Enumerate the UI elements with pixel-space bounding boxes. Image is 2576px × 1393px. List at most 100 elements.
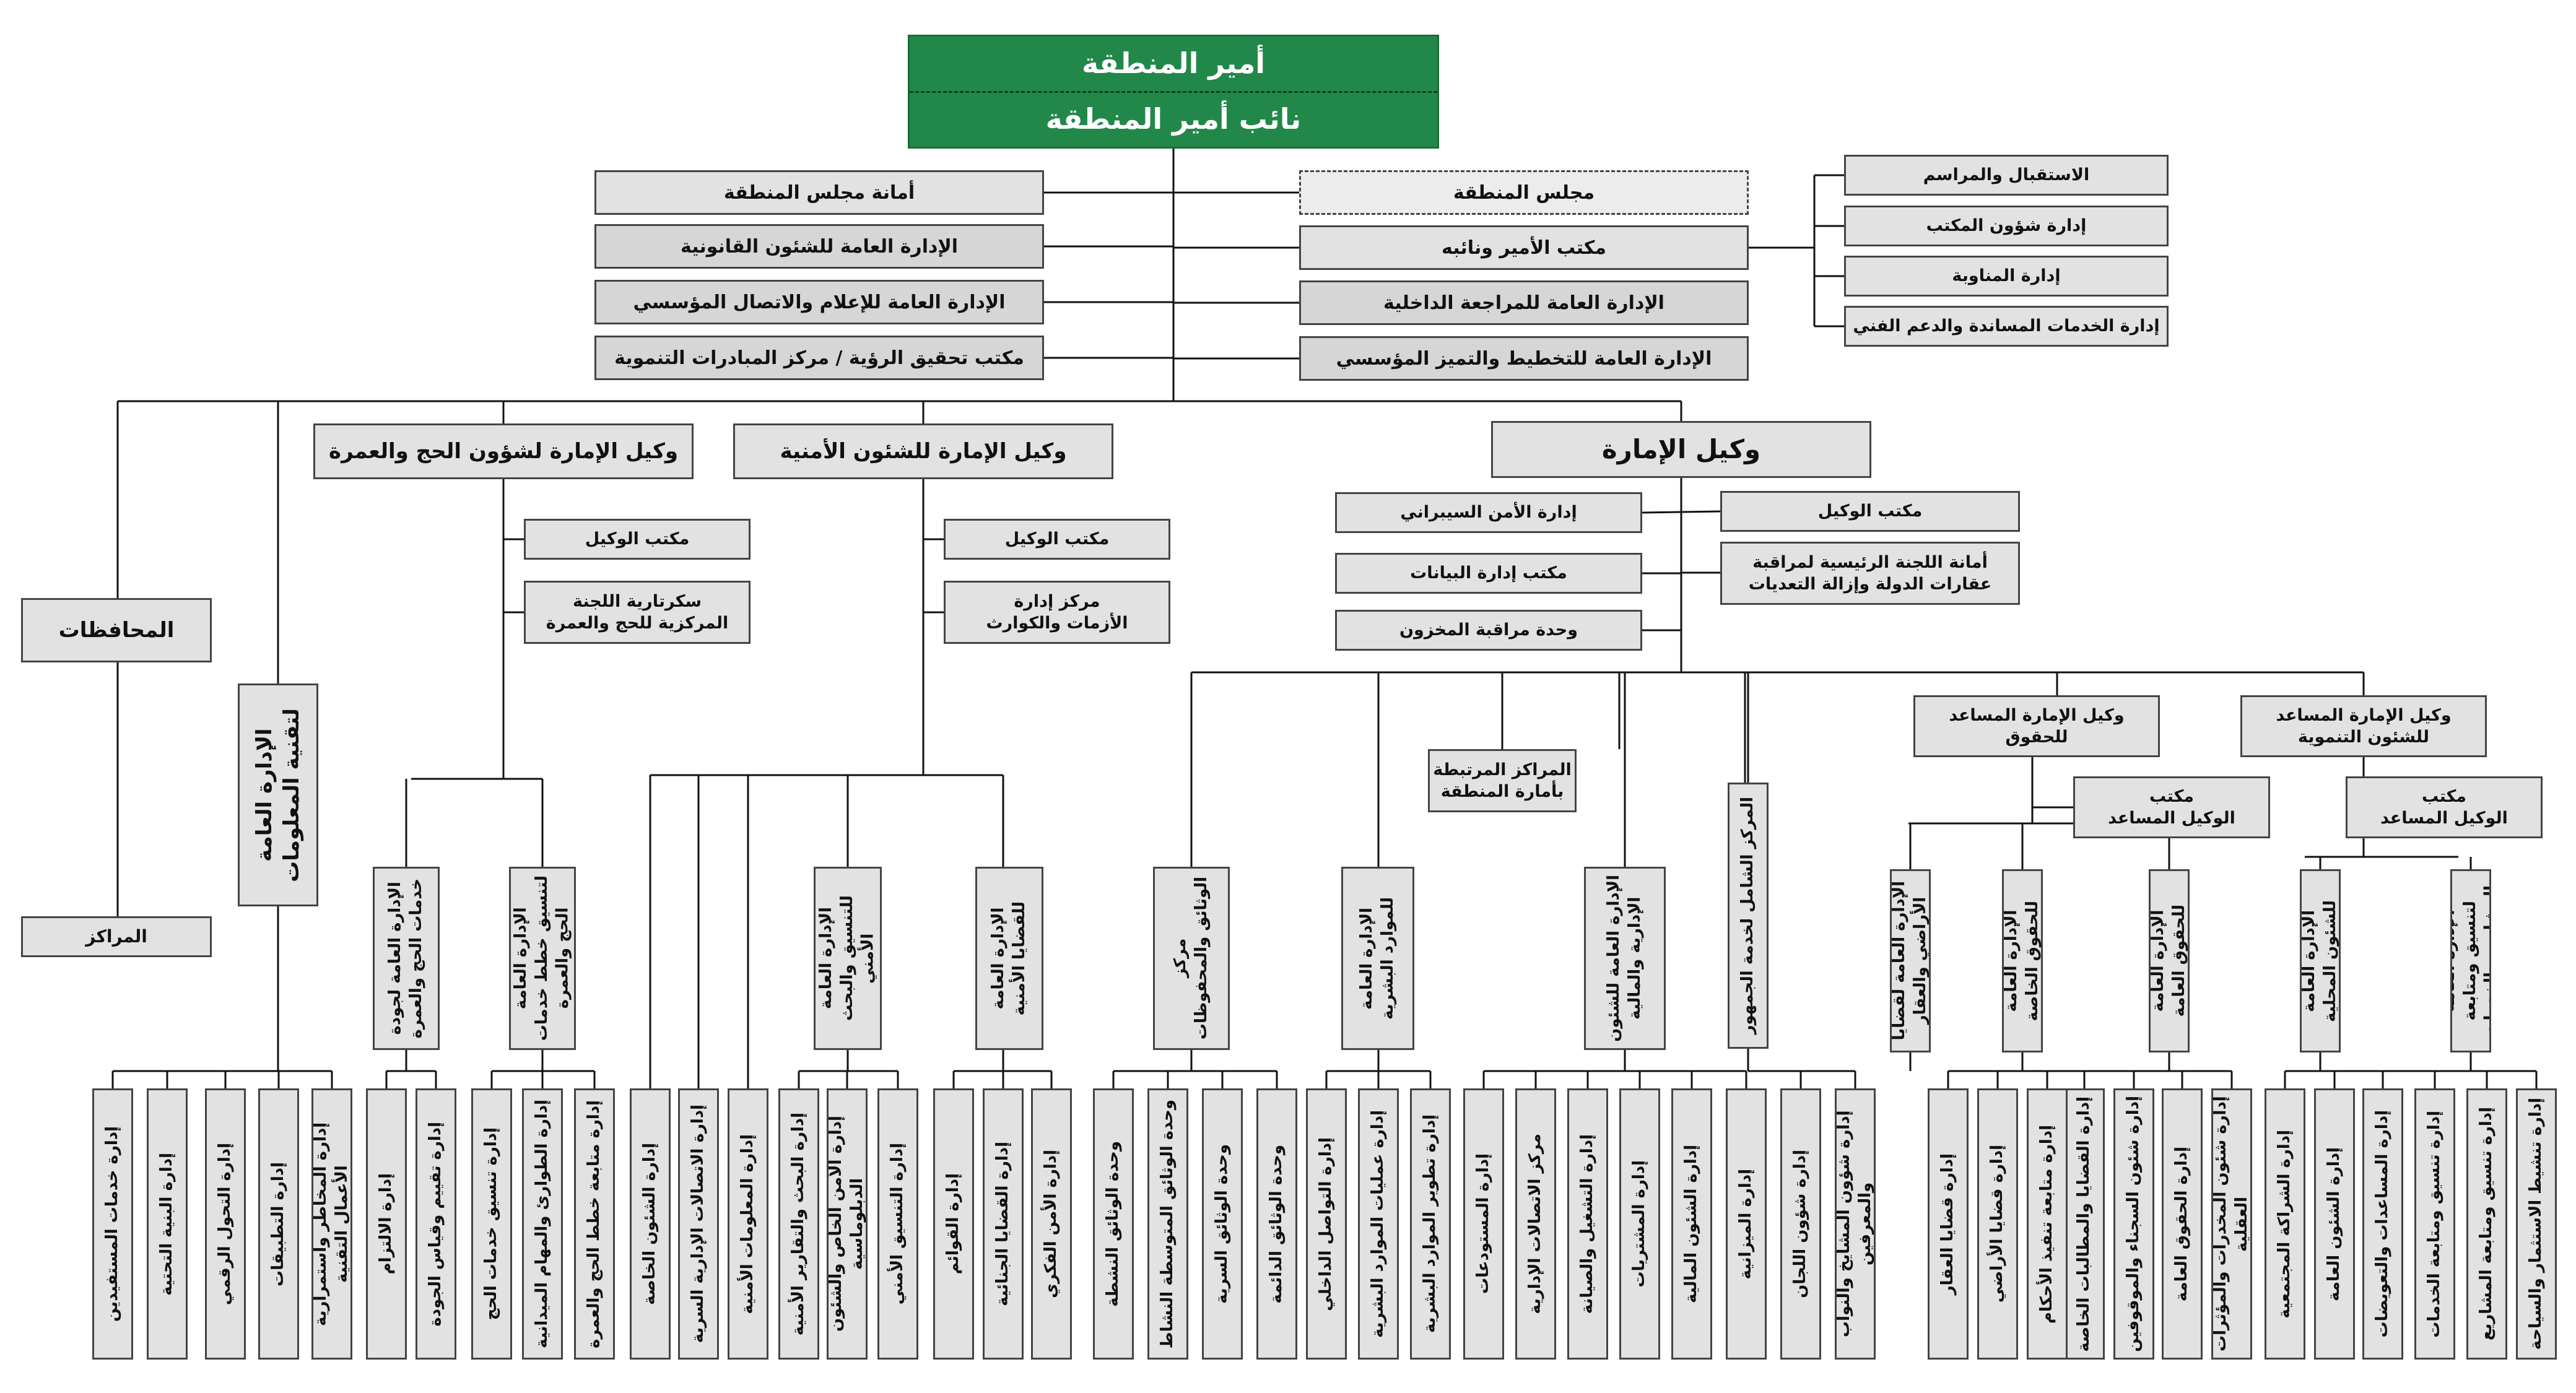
assistant-rights-office[interactable]: مكتب الوكيل المساعد: [2073, 776, 2270, 838]
rights-unit-0[interactable]: إدارة شئون المخدرات والمؤثرات العقلية: [2211, 1088, 2252, 1360]
cyber-security-dept[interactable]: إدارة الأمن السيبراني: [1335, 492, 1642, 533]
dev-unit-2[interactable]: إدارة تنسيق ومتابعة الخدمات: [2414, 1088, 2455, 1360]
dev-dept-local[interactable]: الإدارة العامة للشئون المحلية: [2300, 869, 2341, 1052]
hr-unit-2[interactable]: إدارة التواصل الداخلي: [1306, 1088, 1347, 1360]
docs-unit-1[interactable]: وحدة الوثائق السرية: [1202, 1088, 1243, 1360]
rights-unit-5-label: إدارة قضايا الأراضي: [1988, 1145, 2007, 1303]
dev-dept-local-label: الإدارة العامة للشئون المحلية: [2300, 900, 2339, 1022]
inventory-monitoring-unit[interactable]: وحدة مراقبة المخزون: [1335, 610, 1642, 651]
sec-unit-4[interactable]: إدارة الأمن الخاص والشئون الدبلوماسية: [827, 1088, 868, 1360]
sec-unit-6[interactable]: إدارة المعلومات الأمنية: [728, 1088, 768, 1360]
dev-unit-0[interactable]: إدارة تنشيط الاستثمار والسياحة: [2516, 1088, 2557, 1360]
sec-unit-0[interactable]: إدارة الأمن الفكري: [1031, 1088, 1072, 1360]
sec-unit-7[interactable]: إدارة الاتصالات الإدارية السرية: [678, 1088, 719, 1360]
rights-dept-land-label: الإدارة العامة لقضايا الأراضي والعقار: [1890, 881, 1930, 1041]
it-unit-0[interactable]: إدارة المخاطر واستمرارية الأعمال التقنية: [311, 1088, 352, 1360]
extra-unit-0[interactable]: إدارة شؤون المشايخ والنواب والمعرفين: [1835, 1088, 1876, 1360]
governorates-box[interactable]: المحافظات: [21, 598, 212, 662]
state-property-committee[interactable]: أمانة اللجنة الرئيسية لمراقبة عقارات الد…: [1720, 542, 2020, 605]
hr-unit-0[interactable]: إدارة تطوير الموارد البشرية: [1410, 1088, 1451, 1360]
rights-dept-land[interactable]: الإدارة العامة لقضايا الأراضي والعقار: [1890, 869, 1931, 1052]
office-vision-initiatives[interactable]: مكتب تحقيق الرؤية / مركز المبادرات التنم…: [594, 336, 1044, 380]
assistant-dev-office[interactable]: مكتب الوكيل المساعد: [2346, 776, 2543, 838]
dev-unit-1[interactable]: إدارة تنسيق ومتابعة المشاريع: [2466, 1088, 2507, 1360]
hr-unit-1[interactable]: إدارة عمليات الموارد البشرية: [1358, 1088, 1399, 1360]
office-planning-excellence[interactable]: الإدارة العامة للتخطيط والتميز المؤسسي: [1299, 336, 1749, 381]
centers-box[interactable]: المراكز: [21, 916, 212, 957]
wakeel-hajj-box[interactable]: وكيل الإمارة لشؤون الحج والعمرة: [313, 423, 694, 479]
office-emir-deputy[interactable]: مكتب الأمير ونائبه: [1299, 225, 1749, 270]
it-unit-1[interactable]: إدارة التطبيقات: [258, 1088, 299, 1360]
docs-unit-2[interactable]: وحدة الوثائق المتوسطة النشاط: [1147, 1088, 1188, 1360]
finance-dept[interactable]: الإدارة العامة للشئون الإدارية والمالية: [1584, 867, 1666, 1050]
wakeel-emara-box[interactable]: وكيل الإمارة: [1491, 421, 1871, 478]
unit-duty-shifts[interactable]: إدارة المناوبة: [1844, 256, 2169, 297]
hajj-office[interactable]: مكتب الوكيل: [524, 519, 751, 560]
wakeel-security-box[interactable]: وكيل الإمارة للشئون الأمنية: [733, 423, 1113, 479]
extra-unit-1[interactable]: إدارة شؤون اللجان: [1780, 1088, 1821, 1360]
security-office[interactable]: مكتب الوكيل: [944, 519, 1170, 560]
hr-unit-1-label: إدارة عمليات الموارد البشرية: [1368, 1109, 1388, 1339]
dev-unit-2-label: إدارة تنسيق ومتابعة الخدمات: [2425, 1110, 2444, 1338]
it-unit-2[interactable]: إدارة التحول الرقمي: [205, 1088, 246, 1360]
hajj-dept-quality[interactable]: الإدارة العامة لجودة خدمات الحج والعمرة: [373, 867, 440, 1050]
dev-unit-3[interactable]: إدارة المساعدات والتعويضات: [2362, 1088, 2403, 1360]
it-unit-4[interactable]: إدارة خدمات المستفيدين: [92, 1088, 133, 1360]
office-legal-affairs[interactable]: الإدارة العامة للشئون القانونية: [594, 224, 1044, 269]
wakeel-office[interactable]: مكتب الوكيل: [1720, 491, 2020, 532]
rights-unit-4[interactable]: إدارة متابعة تنفيذ الأحكام: [2027, 1088, 2068, 1360]
hajj-dept-coordination[interactable]: الإدارة العامة لتنسيق خطط خدمات الحج وال…: [509, 867, 576, 1050]
sec-unit-2[interactable]: إدارة القوائم: [933, 1088, 974, 1360]
hajj-unit-1[interactable]: إدارة الطوارئ والمهام الميدانية: [522, 1088, 563, 1360]
unit-support-services[interactable]: إدارة الخدمات المساندة والدعم الفني: [1844, 306, 2169, 347]
finance-unit-4[interactable]: مركز الاتصالات الإدارية: [1515, 1088, 1556, 1360]
dev-unit-5[interactable]: إدارة الشراكة المجتمعية: [2265, 1088, 2305, 1360]
assistant-rights[interactable]: وكيل الإمارة المساعد للحقوق: [1913, 695, 2160, 757]
hr-dept[interactable]: الإدارة العامة للموارد البشرية: [1341, 867, 1414, 1050]
hajj-unit-0[interactable]: إدارة متابعة خطط الحج والعمرة: [574, 1088, 615, 1360]
dev-dept-projects[interactable]: الإدارة العامة لتنسيق ومتابعة المشاريع و…: [2450, 869, 2491, 1052]
security-dept-coordination[interactable]: الإدارة العامة للتنسيق والبحث الأمني: [814, 867, 882, 1050]
rights-unit-2[interactable]: إدارة شئون السجناء والموقوفين: [2113, 1088, 2154, 1360]
it-general-dept[interactable]: الإدارة العامة لتقنية المعلومات: [238, 683, 318, 906]
office-internal-audit[interactable]: الإدارة العامة للمراجعة الداخلية: [1299, 280, 1749, 325]
finance-unit-5[interactable]: إدارة المستودعات: [1463, 1088, 1504, 1360]
hajj-dept-coordination-label: الإدارة العامة لتنسيق خطط خدمات الحج وال…: [511, 875, 572, 1041]
it-unit-3[interactable]: إدارة البنية التحتية: [147, 1088, 188, 1360]
dev-unit-4[interactable]: إدارة الشئون العامة: [2314, 1088, 2355, 1360]
hajj-unit-2[interactable]: إدارة تنسيق خدمات الحج: [471, 1088, 512, 1360]
office-media-communication[interactable]: الإدارة العامة للإعلام والاتصال المؤسسي: [594, 280, 1044, 324]
finance-unit-3[interactable]: إدارة التشغيل والصيانة: [1567, 1088, 1608, 1360]
hajj-unit-3[interactable]: إدارة تقييم وقياس الجودة: [416, 1088, 456, 1360]
finance-unit-0[interactable]: إدارة الميزانية: [1726, 1088, 1767, 1360]
unit-office-affairs[interactable]: إدارة شؤون المكتب: [1844, 206, 2169, 246]
assistant-dev-affairs[interactable]: وكيل الإمارة المساعد للشئون التنموية: [2240, 695, 2487, 757]
rights-unit-6[interactable]: إدارة قضايا العقار: [1928, 1088, 1969, 1360]
sec-unit-1[interactable]: إدارة القضايا الجنائية: [983, 1088, 1024, 1360]
office-region-council[interactable]: مجلس المنطقة: [1299, 170, 1749, 215]
rights-unit-5[interactable]: إدارة قضايا الأراضي: [1977, 1088, 2018, 1360]
unit-reception-protocol[interactable]: الاستقبال والمراسم: [1844, 155, 2169, 196]
sec-unit-3[interactable]: إدارة التنسيق الأمني: [877, 1088, 918, 1360]
rights-unit-1[interactable]: إدارة الحقوق العامة: [2162, 1088, 2203, 1360]
rights-dept-private[interactable]: الإدارة العامة للحقوق الخاصة: [2002, 869, 2043, 1052]
rights-unit-3[interactable]: إدارة القضايا والمطالبات الخاصة: [2064, 1088, 2105, 1360]
hajj-secretariat[interactable]: سكرتارية اللجنة المركزية للحج والعمرة: [524, 581, 751, 644]
docs-unit-0[interactable]: وحدة الوثائق الدائمة: [1256, 1088, 1297, 1360]
sec-unit-5[interactable]: إدارة البحث والتقارير الأمنية: [778, 1088, 819, 1360]
security-dept-cases-label: الإدارة العامة للقضايا الأمنية: [989, 901, 1029, 1016]
sec-unit-4-label: إدارة الأمن الخاص والشئون الدبلوماسية: [827, 1116, 866, 1332]
finance-unit-2[interactable]: إدارة المشتريات: [1619, 1088, 1660, 1360]
docs-unit-3[interactable]: وحدة الوثائق النشطة: [1093, 1088, 1134, 1360]
data-management-office[interactable]: مكتب إدارة البيانات: [1335, 553, 1642, 594]
finance-unit-1[interactable]: إدارة الشئون المالية: [1671, 1088, 1712, 1360]
comprehensive-center[interactable]: المركز الشامل لخدمة الجمهور: [1728, 783, 1769, 1049]
hajj-unit-4[interactable]: إدارة الالتزام: [366, 1088, 407, 1360]
office-council-secretariat[interactable]: أمانة مجلس المنطقة: [594, 170, 1044, 215]
security-dept-cases[interactable]: الإدارة العامة للقضايا الأمنية: [975, 867, 1043, 1050]
linked-centers[interactable]: المراكز المرتبطة بأمارة المنطقة: [1428, 749, 1577, 812]
crisis-center[interactable]: مركز إدارة الأزمات والكوارث: [944, 581, 1170, 644]
rights-dept-public[interactable]: الإدارة العامة للحقوق العامة: [2149, 869, 2190, 1052]
sec-unit-8[interactable]: إدارة الشئون الخاصة: [630, 1088, 671, 1360]
docs-dept[interactable]: مركز الوثائق والمحفوظات: [1153, 867, 1230, 1050]
